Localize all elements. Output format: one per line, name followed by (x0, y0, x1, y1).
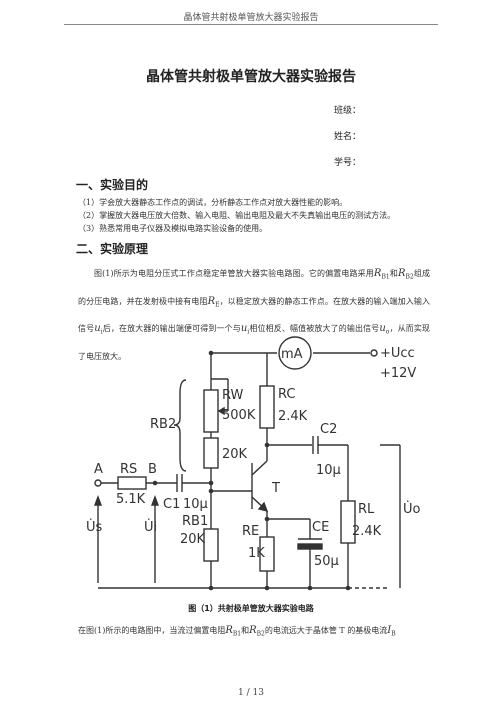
label-re-value: 1K (248, 546, 265, 561)
label-rb2: RB2 (150, 417, 176, 432)
page-number: 1 / 13 (238, 688, 264, 698)
section2-heading: 二、实验原理 (76, 242, 149, 256)
label-rw: RW (222, 388, 244, 403)
label-rc-value: 2.4K (278, 409, 308, 424)
label-node-a: A (94, 462, 103, 477)
label-transistor: T (271, 481, 280, 496)
figure-caption: 图（1）共射极单管放大器实验电路 (188, 604, 314, 613)
label-rb1: RB1 (182, 514, 208, 529)
label-rl-value: 2.4K (352, 524, 382, 539)
objective-item: （2）掌握放大器电压放大倍数、输入电阻、输出电阻及最大不失真输出电压的测试方法。 (78, 211, 396, 220)
label-12v: +12V (380, 366, 416, 381)
label-rc: RC (278, 387, 295, 402)
label-ce-value: 50µ (314, 554, 339, 569)
label-node-b: B (148, 462, 157, 477)
label-rw-value: 500K (222, 408, 256, 423)
label-re: RE (242, 524, 259, 539)
label-rs: RS (120, 462, 137, 477)
objective-item: （3）熟悉常用电子仪器及模拟电路实验设备的使用。 (78, 224, 268, 233)
label-ce: CE (312, 520, 329, 535)
principle-paragraph: 图(1)所示为电阻分压式工作点稳定单管放大器实验电路图。它的偏置电路采用RB1和… (78, 268, 431, 361)
section1-heading: 一、实验目的 (76, 178, 149, 192)
label-c1: C1 (163, 497, 180, 512)
amplifier-circuit-diagram: mA +Ucc +12V RW 500K 20K RB2 RC 2.4K C2 … (86, 336, 421, 591)
header-divider (64, 24, 438, 25)
label-ui: U̇i (144, 520, 157, 535)
objective-item: （1）学会放大器静态工作点的调试，分析静态工作点对放大器性能的影响。 (78, 198, 348, 207)
label-c2-value: 10µ (316, 463, 341, 478)
label-ma: mA (281, 347, 303, 362)
label-c2: C2 (320, 422, 337, 437)
class-field: 班级： (334, 106, 362, 116)
page-title: 晶体管共射极单管放大器实验报告 (146, 69, 356, 85)
name-field: 姓名： (334, 132, 362, 142)
label-rl: RL (358, 502, 375, 517)
label-rb1-value: 20K (180, 532, 206, 547)
label-c1-value: 10µ (183, 497, 208, 512)
label-20k: 20K (222, 447, 248, 462)
continuation-text: 在图(1)所示的电路图中，当流过偏置电阻RB1和RB2的电流远大于晶体管 T 的… (78, 625, 396, 638)
id-field: 学号： (334, 158, 362, 168)
label-us: U̇s (86, 520, 103, 535)
label-ucc: +Ucc (380, 346, 415, 361)
label-rs-value: 5.1K (116, 492, 146, 507)
running-header: 晶体管共射极单管放大器实验报告 (183, 13, 319, 23)
label-uo: U̇o (403, 502, 421, 517)
